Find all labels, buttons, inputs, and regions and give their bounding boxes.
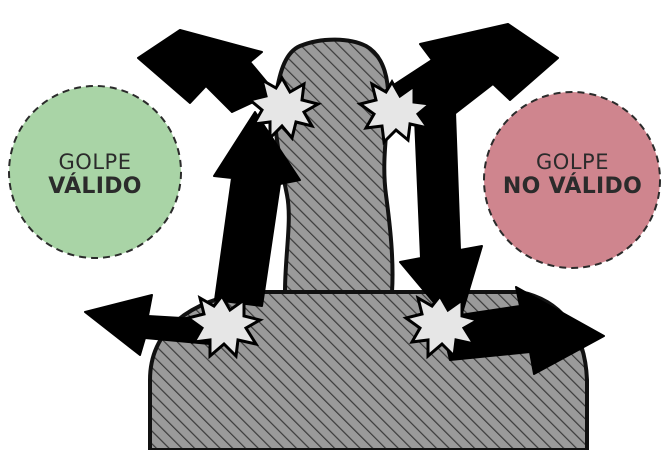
- valid-label-line2: VÁLIDO: [20, 174, 170, 199]
- invalid-label-line2: NO VÁLIDO: [485, 174, 660, 199]
- valid-label: GOLPE VÁLIDO: [20, 150, 170, 199]
- valid-label-line1: GOLPE: [20, 150, 170, 174]
- head-silhouette: [275, 40, 393, 292]
- invalid-label-line1: GOLPE: [485, 150, 660, 174]
- invalid-label: GOLPE NO VÁLIDO: [485, 150, 660, 199]
